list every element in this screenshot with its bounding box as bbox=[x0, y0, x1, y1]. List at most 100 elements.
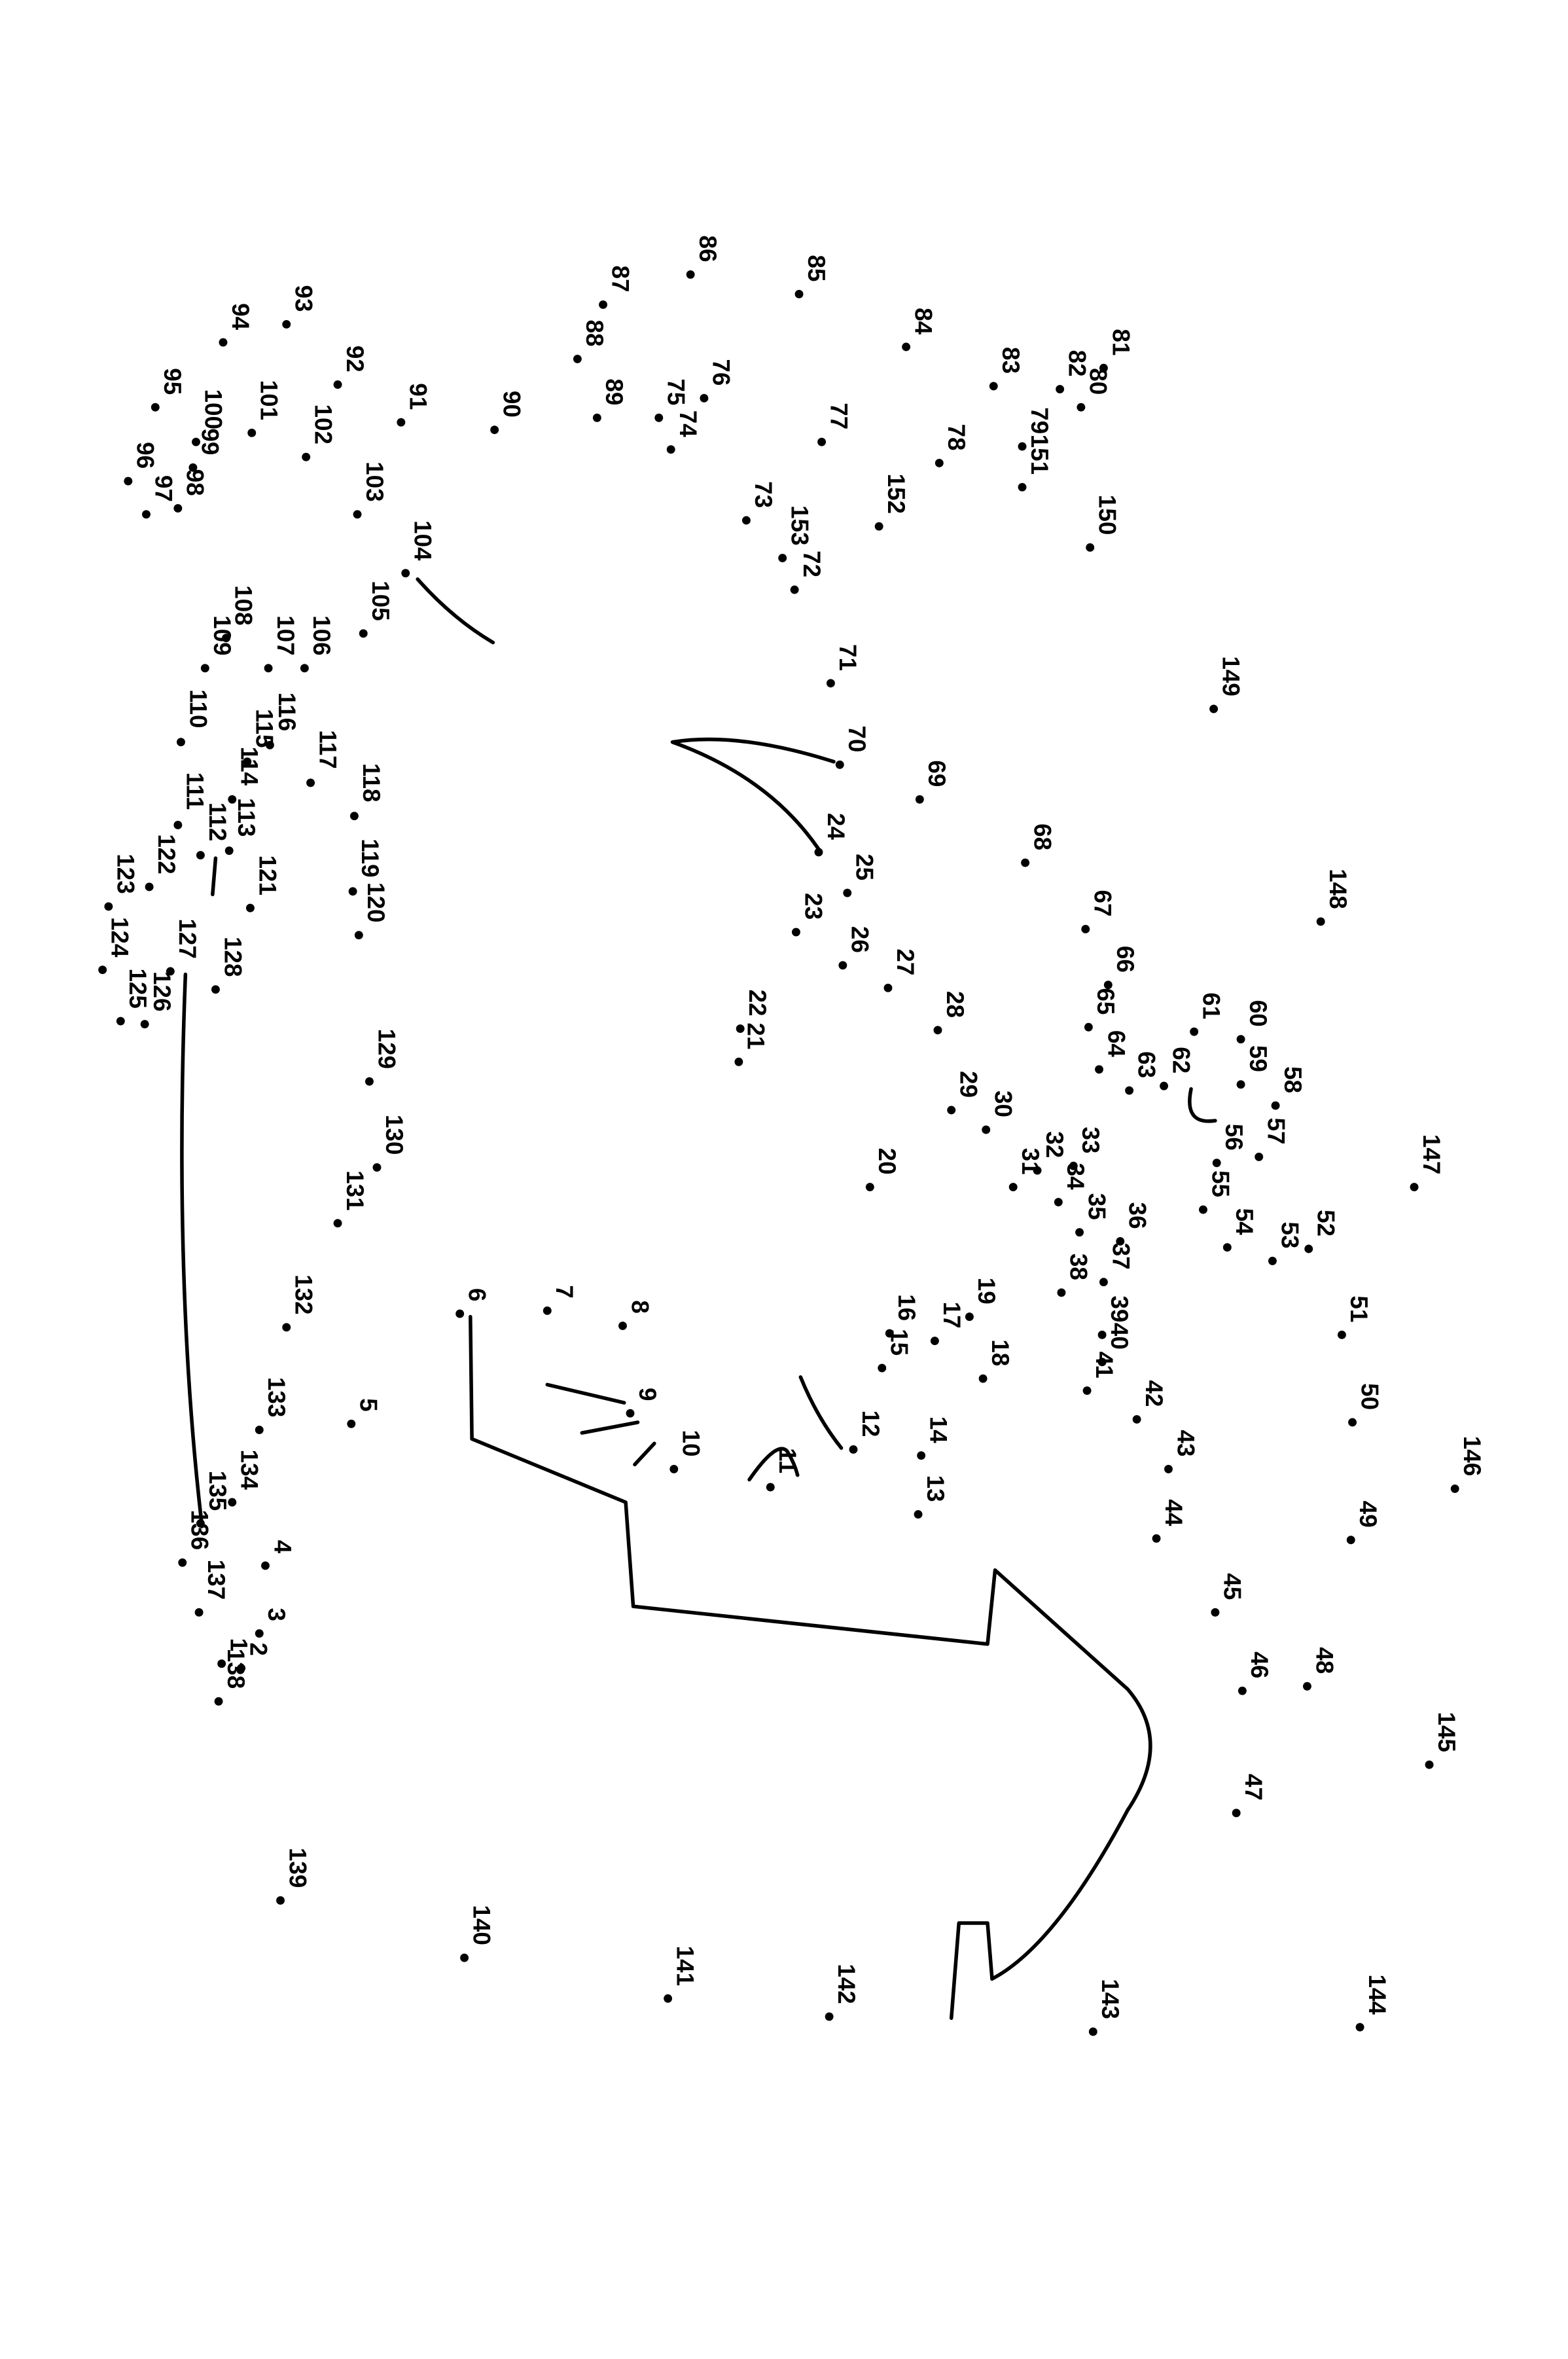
dot-marker[interactable] bbox=[1097, 1358, 1107, 1367]
dot-marker[interactable] bbox=[188, 463, 198, 472]
dot-131[interactable]: 131 bbox=[333, 1170, 368, 1228]
dot-marker[interactable] bbox=[178, 1558, 187, 1567]
dot-marker[interactable] bbox=[917, 1451, 926, 1460]
dot-92[interactable]: 92 bbox=[333, 346, 368, 389]
dot-marker[interactable] bbox=[196, 851, 205, 860]
dot-40[interactable]: 40 bbox=[1097, 1323, 1133, 1367]
dot-marker[interactable] bbox=[1212, 1159, 1221, 1168]
dot-marker[interactable] bbox=[353, 510, 362, 519]
dot-marker[interactable] bbox=[826, 679, 835, 688]
dot-marker[interactable] bbox=[736, 1024, 745, 1034]
dot-109[interactable]: 109 bbox=[200, 615, 236, 673]
dot-34[interactable]: 34 bbox=[1054, 1163, 1089, 1207]
dot-marker[interactable] bbox=[1099, 1278, 1108, 1287]
dot-8[interactable]: 8 bbox=[618, 1300, 653, 1330]
dot-marker[interactable] bbox=[1125, 1086, 1134, 1095]
dot-86[interactable]: 86 bbox=[686, 235, 721, 279]
dot-marker[interactable] bbox=[1057, 1288, 1066, 1297]
dot-marker[interactable] bbox=[211, 985, 220, 994]
dot-marker[interactable] bbox=[843, 888, 852, 897]
dot-83[interactable]: 83 bbox=[989, 347, 1024, 391]
dot-marker[interactable] bbox=[1116, 1237, 1125, 1246]
dot-9[interactable]: 9 bbox=[626, 1388, 661, 1418]
dot-124[interactable]: 124 bbox=[98, 917, 133, 975]
dot-marker[interactable] bbox=[1088, 2027, 1097, 2036]
dot-marker[interactable] bbox=[1086, 543, 1095, 552]
dot-5[interactable]: 5 bbox=[347, 1398, 382, 1428]
dot-6[interactable]: 6 bbox=[455, 1288, 490, 1318]
dot-17[interactable]: 17 bbox=[930, 1302, 965, 1346]
dot-63[interactable]: 63 bbox=[1125, 1051, 1160, 1095]
dot-marker[interactable] bbox=[228, 1498, 237, 1507]
dot-25[interactable]: 25 bbox=[843, 854, 878, 897]
dot-marker[interactable] bbox=[1255, 1152, 1264, 1161]
dot-35[interactable]: 35 bbox=[1075, 1193, 1110, 1237]
dot-59[interactable]: 59 bbox=[1236, 1045, 1272, 1089]
dot-38[interactable]: 38 bbox=[1057, 1253, 1092, 1297]
dot-marker[interactable] bbox=[192, 437, 200, 446]
dot-marker[interactable] bbox=[247, 428, 257, 437]
dot-marker[interactable] bbox=[849, 1445, 858, 1454]
dot-44[interactable]: 44 bbox=[1152, 1500, 1187, 1543]
dot-74[interactable]: 74 bbox=[666, 410, 702, 454]
dot-marker[interactable] bbox=[1084, 1022, 1093, 1032]
dot-marker[interactable] bbox=[1008, 1183, 1018, 1191]
dot-marker[interactable] bbox=[1081, 925, 1090, 933]
dot-41[interactable]: 41 bbox=[1082, 1352, 1118, 1396]
dot-marker[interactable] bbox=[359, 629, 368, 638]
dot-marker[interactable] bbox=[282, 319, 291, 329]
dot-24[interactable]: 24 bbox=[814, 813, 849, 857]
dot-marker[interactable] bbox=[1348, 1418, 1357, 1427]
dot-14[interactable]: 14 bbox=[917, 1416, 952, 1460]
dot-marker[interactable] bbox=[790, 585, 799, 594]
dot-marker[interactable] bbox=[878, 1363, 887, 1373]
dot-marker[interactable] bbox=[1236, 1035, 1245, 1044]
dot-marker[interactable] bbox=[104, 902, 113, 911]
dot-22[interactable]: 22 bbox=[736, 990, 771, 1034]
dot-93[interactable]: 93 bbox=[282, 285, 317, 329]
dot-54[interactable]: 54 bbox=[1222, 1208, 1258, 1252]
dot-marker[interactable] bbox=[98, 965, 107, 975]
dot-78[interactable]: 78 bbox=[935, 424, 970, 467]
dot-53[interactable]: 53 bbox=[1268, 1222, 1303, 1265]
dot-47[interactable]: 47 bbox=[1232, 1774, 1267, 1818]
dot-144[interactable]: 144 bbox=[1355, 1974, 1391, 2032]
dot-121[interactable]: 121 bbox=[245, 855, 281, 912]
dot-7[interactable]: 7 bbox=[543, 1285, 578, 1315]
dot-89[interactable]: 89 bbox=[592, 378, 628, 422]
dot-marker[interactable] bbox=[455, 1309, 465, 1318]
dot-141[interactable]: 141 bbox=[664, 1946, 698, 2003]
dot-marker[interactable] bbox=[1054, 1198, 1063, 1207]
dot-marker[interactable] bbox=[145, 882, 154, 891]
dot-marker[interactable] bbox=[200, 664, 209, 673]
dot-12[interactable]: 12 bbox=[849, 1411, 884, 1454]
dot-108[interactable]: 108 bbox=[222, 585, 257, 643]
dot-100[interactable]: 100 bbox=[192, 389, 226, 446]
dot-marker[interactable] bbox=[333, 380, 342, 389]
dot-marker[interactable] bbox=[142, 510, 151, 519]
dot-80[interactable]: 80 bbox=[1077, 368, 1112, 412]
dot-marker[interactable] bbox=[261, 1561, 270, 1570]
dot-143[interactable]: 143 bbox=[1088, 1979, 1124, 2036]
dot-marker[interactable] bbox=[490, 425, 499, 435]
dot-marker[interactable] bbox=[255, 1426, 264, 1434]
dot-marker[interactable] bbox=[333, 1219, 342, 1228]
dot-marker[interactable] bbox=[814, 848, 823, 857]
dot-98[interactable]: 98 bbox=[173, 469, 209, 513]
dot-marker[interactable] bbox=[1077, 403, 1086, 412]
dot-marker[interactable] bbox=[1018, 482, 1027, 492]
dot-126[interactable]: 126 bbox=[140, 971, 175, 1029]
dot-marker[interactable] bbox=[264, 664, 273, 673]
dot-marker[interactable] bbox=[865, 1183, 874, 1191]
dot-132[interactable]: 132 bbox=[282, 1274, 317, 1332]
dot-137[interactable]: 137 bbox=[194, 1560, 230, 1617]
dot-marker[interactable] bbox=[1425, 1760, 1434, 1769]
dot-145[interactable]: 145 bbox=[1425, 1712, 1460, 1769]
dot-112[interactable]: 112 bbox=[196, 802, 231, 860]
dot-marker[interactable] bbox=[1271, 1101, 1280, 1110]
dot-marker[interactable] bbox=[741, 516, 751, 525]
dot-marker[interactable] bbox=[173, 504, 183, 513]
dot-128[interactable]: 128 bbox=[211, 937, 246, 994]
dot-marker[interactable] bbox=[177, 738, 185, 747]
dot-18[interactable]: 18 bbox=[978, 1339, 1014, 1383]
